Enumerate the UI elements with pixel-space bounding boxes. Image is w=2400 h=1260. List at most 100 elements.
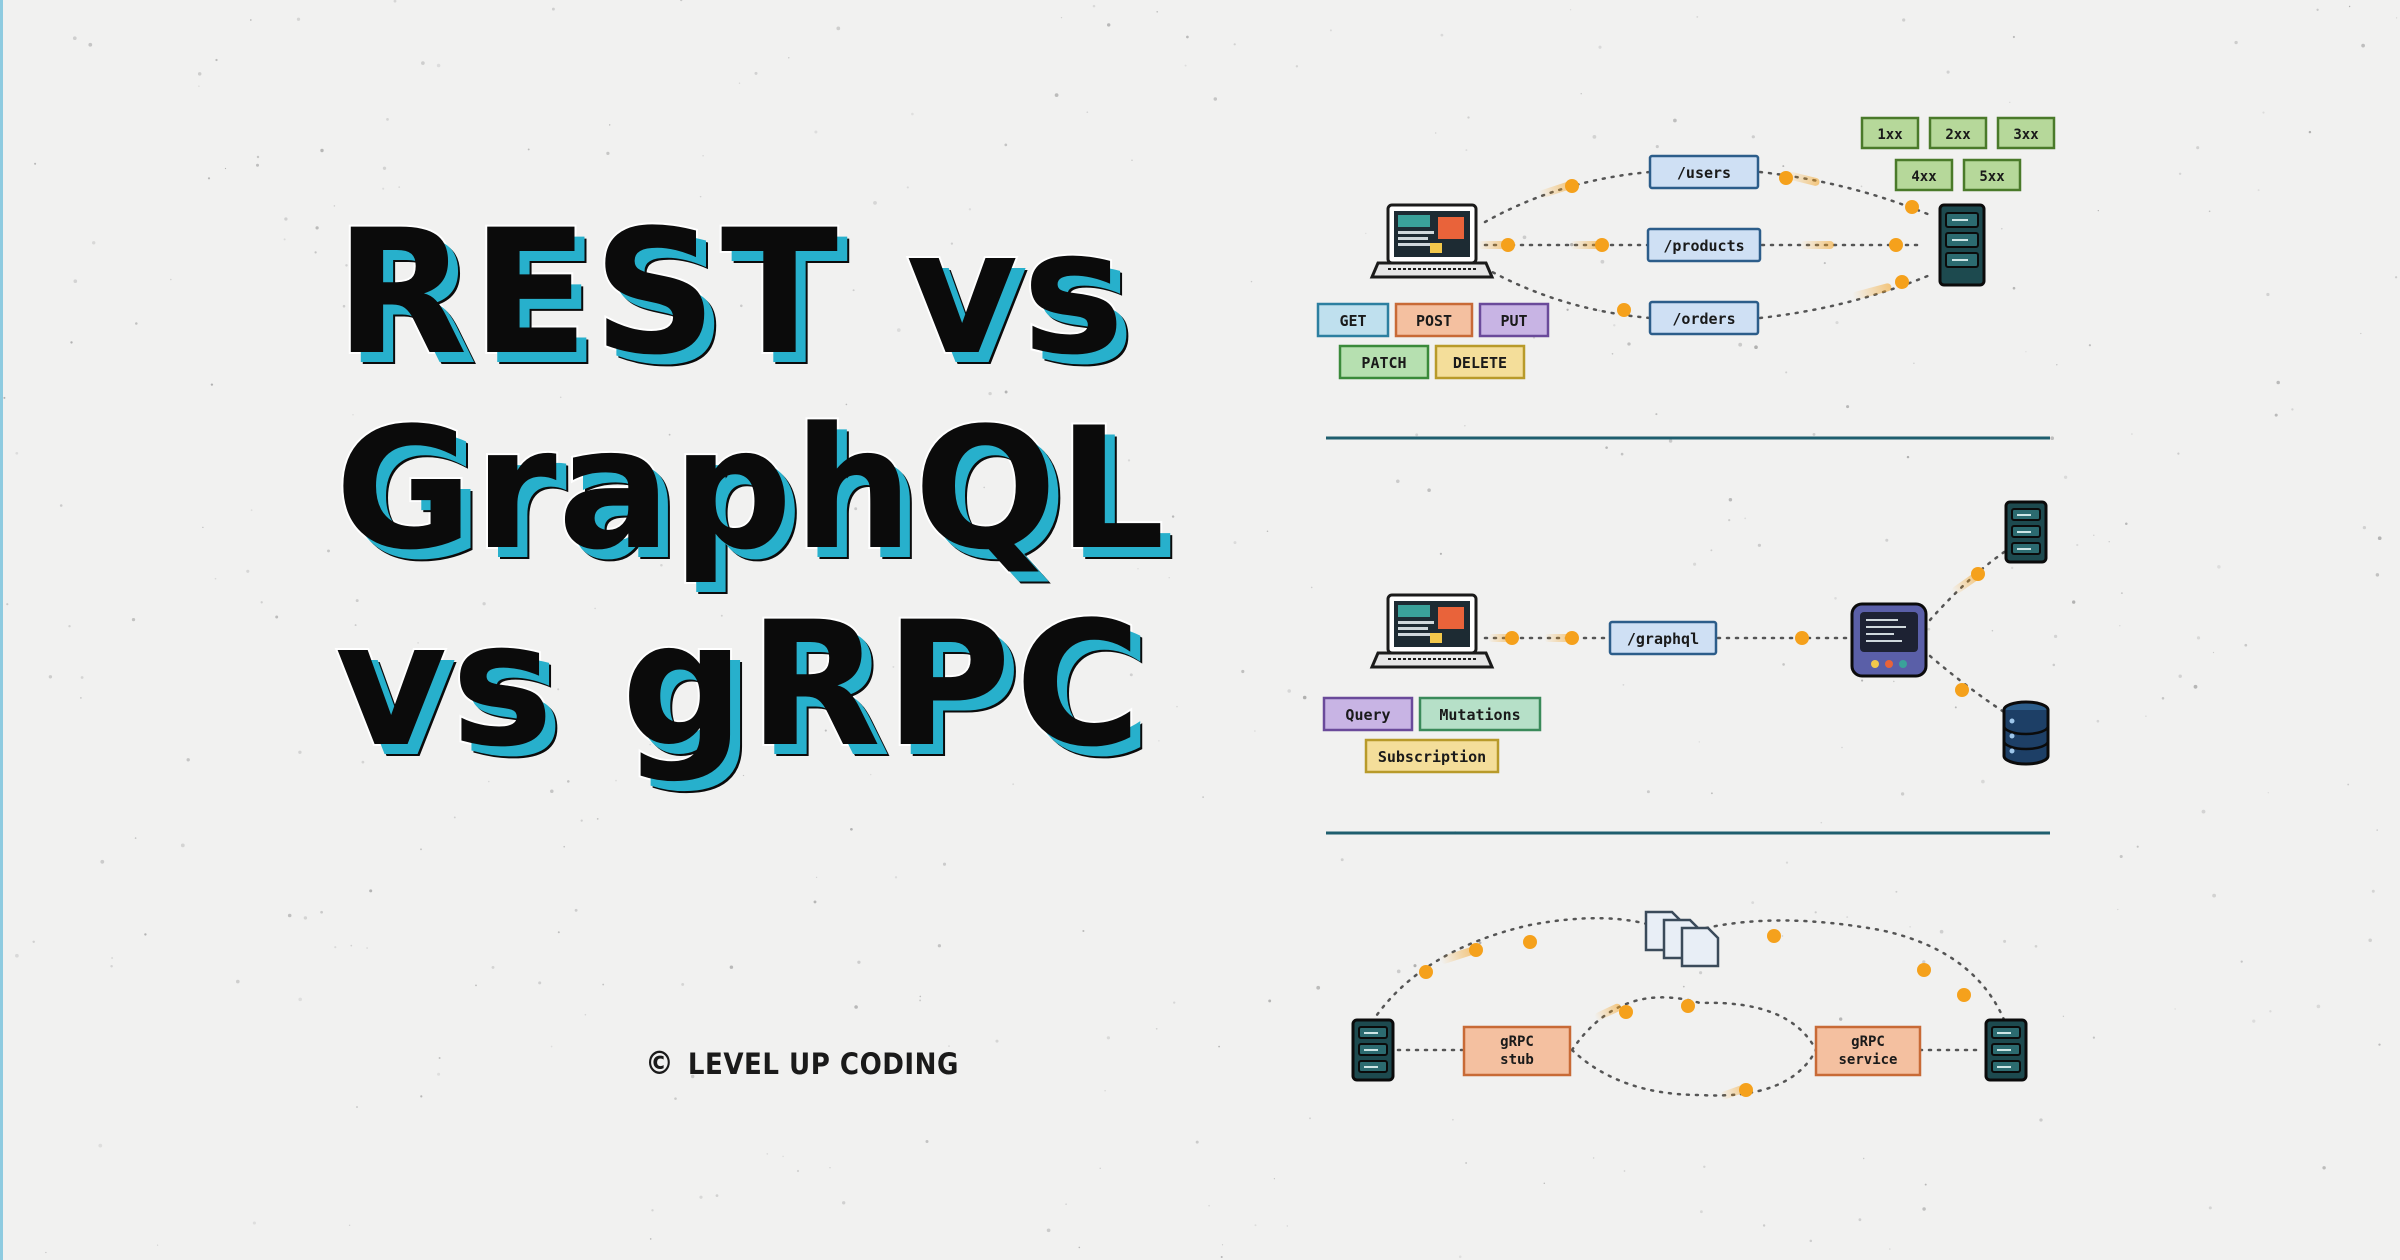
speckle xyxy=(170,278,172,281)
speckle xyxy=(615,779,617,782)
speckle xyxy=(919,995,922,998)
graphql-dots xyxy=(1488,567,1985,697)
speckle xyxy=(1220,1255,1223,1259)
speckle xyxy=(660,563,663,567)
speckle xyxy=(2217,565,2221,569)
rest-client-laptop-icon xyxy=(1370,203,1494,279)
speckle xyxy=(2117,908,2119,911)
speckle xyxy=(699,1195,703,1199)
speckle xyxy=(567,780,570,783)
speckle xyxy=(651,1209,654,1212)
rest-endpoint-products: /products xyxy=(1646,227,1762,263)
speckle xyxy=(1954,706,1957,709)
speckle xyxy=(314,251,317,254)
speckle xyxy=(551,7,555,11)
speckle xyxy=(437,1072,441,1076)
speckle xyxy=(1728,497,1733,502)
speckle xyxy=(2274,413,2278,417)
packet-dot xyxy=(1681,999,1695,1013)
speckle xyxy=(2009,101,2011,103)
speckle xyxy=(15,953,19,958)
speckle xyxy=(2348,5,2351,8)
speckle xyxy=(2395,17,2398,19)
graphql-diagram: /graphql Query Mutation xyxy=(1322,500,2050,774)
speckle xyxy=(1171,515,1175,518)
protobuf-files-icon xyxy=(1644,910,1720,968)
speckle xyxy=(2088,344,2091,347)
speckle xyxy=(1696,15,1699,18)
speckle xyxy=(421,61,425,65)
speckle xyxy=(842,435,847,439)
speckle xyxy=(382,187,385,190)
speckle xyxy=(788,57,790,59)
speckle xyxy=(796,1169,800,1173)
rest-endpoint-orders: /orders xyxy=(1648,300,1760,336)
grpc-service: gRPC service xyxy=(1814,1025,1922,1077)
speckle xyxy=(2361,43,2365,48)
rest-endpoint-users: /users xyxy=(1648,154,1760,190)
speckle xyxy=(988,391,992,396)
speckle xyxy=(2308,130,2312,134)
left-accent-stripe xyxy=(0,0,3,1260)
speckle xyxy=(1464,425,1466,427)
speckle xyxy=(210,383,214,386)
speckle xyxy=(92,241,96,245)
speckle xyxy=(1268,999,1272,1003)
grpc-stub: gRPC stub xyxy=(1462,1025,1572,1077)
speckle xyxy=(2360,332,2362,335)
speckle xyxy=(488,780,490,783)
speckle xyxy=(501,308,504,312)
speckle xyxy=(475,984,477,987)
speckle xyxy=(715,1194,719,1197)
speckle xyxy=(1939,929,1944,934)
speckle xyxy=(938,438,941,441)
speckle xyxy=(2096,719,2100,723)
speckle xyxy=(1922,1207,1926,1211)
graphql-gateway-icon xyxy=(1850,602,1928,678)
speckle xyxy=(207,177,211,180)
speckle xyxy=(1104,1090,1106,1092)
speckle xyxy=(1820,821,1823,824)
speckle xyxy=(563,845,566,848)
speckle xyxy=(1623,1170,1626,1172)
speckle xyxy=(2212,893,2216,898)
speckle xyxy=(1809,1239,1813,1243)
speckle xyxy=(1396,479,1400,484)
speckle xyxy=(2316,8,2319,11)
speckle xyxy=(1309,1117,1311,1120)
speckle xyxy=(1592,1157,1595,1159)
speckle xyxy=(850,827,853,831)
speckle xyxy=(350,944,353,947)
packet-dot xyxy=(1619,1005,1633,1019)
speckle xyxy=(1316,985,1321,990)
speckle xyxy=(320,910,323,914)
speckle xyxy=(766,1153,769,1155)
packet-dot xyxy=(1505,631,1519,645)
speckle xyxy=(2056,364,2058,366)
speckle xyxy=(925,1140,929,1143)
speckle xyxy=(100,859,105,864)
speckle xyxy=(1906,455,1910,459)
speckle xyxy=(584,1013,587,1016)
speckle xyxy=(1004,390,1008,394)
speckle xyxy=(2145,715,2147,717)
speckle xyxy=(1673,118,1677,123)
speckle xyxy=(436,63,441,68)
speckle xyxy=(80,676,84,679)
copyright-icon: © xyxy=(645,1044,675,1082)
speckle xyxy=(2119,854,2123,859)
speckle xyxy=(1478,941,1482,945)
packet-dot xyxy=(1501,238,1515,252)
speckle xyxy=(839,245,842,249)
method-label: GET xyxy=(1339,312,1366,330)
speckle xyxy=(283,238,286,241)
speckle xyxy=(2347,783,2350,786)
speckle xyxy=(2092,1036,2095,1039)
speckle xyxy=(842,1201,846,1205)
speckle xyxy=(131,617,136,622)
speckle xyxy=(2177,452,2180,455)
speckle xyxy=(2097,210,2099,212)
method-label: PATCH xyxy=(1361,354,1406,372)
speckle xyxy=(919,999,922,1002)
speckle xyxy=(180,843,185,848)
